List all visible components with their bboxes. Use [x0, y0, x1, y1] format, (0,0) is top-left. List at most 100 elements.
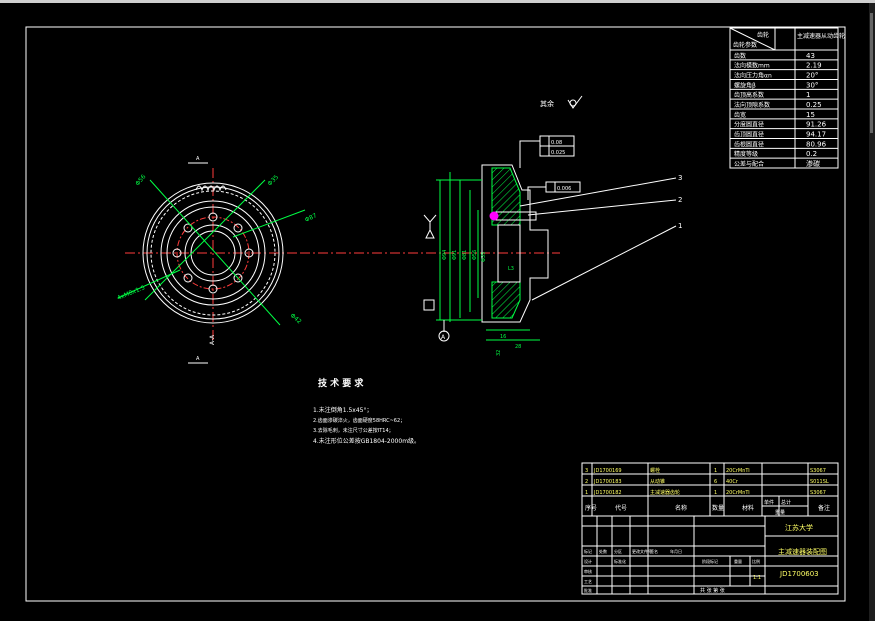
bom-cell: JD1700183	[593, 479, 622, 485]
tol-2: 0.025	[551, 150, 565, 156]
tech-title: 技 术 要 求	[318, 377, 364, 389]
bolt-head-marker	[489, 211, 499, 221]
param-value: 20°	[806, 72, 818, 80]
svg-text:Φ56: Φ56	[472, 250, 478, 260]
title-block-text: 序号 代号 名称 数量 材料 备注 单件 总计 重量 江苏大学 主减速器装配图 …	[584, 499, 830, 594]
hatch-lower	[491, 281, 521, 319]
bore-section	[497, 224, 521, 283]
bom-cell: 从动锥	[650, 478, 665, 485]
dim-label-5: 4xM8x1.5	[116, 284, 146, 302]
bom-cell: 3	[585, 468, 588, 474]
tech-item-1: 1.未注倒角1.5x45°；	[313, 406, 372, 414]
bom-cell: 1	[714, 468, 717, 474]
front-view: Φ56 Φ35 Φ87 Φ42 4xM8x1.5 A A A-A	[116, 156, 318, 364]
gear-params-table: 齿轮参数 齿轮 主减速器从动齿轮 齿数 43 法向模数mm 2.19 法向压力角αn 20…	[729, 27, 845, 169]
leader-2: 2	[678, 196, 682, 204]
bom-h-weight: 重量	[775, 509, 785, 516]
scroll-thumb[interactable]	[870, 13, 873, 133]
tech-item-2: 2.齿面渗碳淬火，齿面硬度58HRC~62；	[313, 417, 405, 424]
param-value: 30°	[806, 81, 818, 89]
bom-cell: 2	[585, 479, 588, 485]
bom-cell: 40Cr	[726, 479, 739, 485]
bom-cell: 1	[585, 490, 588, 496]
param-value: 15	[806, 111, 815, 119]
roughness-symbol-left	[423, 214, 437, 230]
bom-cell: 6	[714, 479, 717, 485]
outer-circle	[142, 182, 284, 324]
dim-label-1: Φ56	[134, 173, 147, 187]
param-value: 2.19	[806, 62, 822, 70]
leader-3: 3	[678, 174, 682, 182]
svg-text:审核: 审核	[584, 568, 592, 574]
svg-text:标记: 标记	[584, 548, 592, 554]
svg-text:阶段标记: 阶段标记	[702, 558, 718, 564]
datum-box	[423, 299, 435, 311]
datum-circle	[438, 330, 450, 342]
school-name: 江苏大学	[785, 523, 813, 532]
param-value: 0.2	[806, 150, 817, 158]
svg-text:Φ35: Φ35	[481, 252, 487, 262]
tech-item-4: 4.未注形位公差按GB1804-2000m级。	[313, 437, 420, 445]
param-value: 43	[806, 52, 815, 60]
param-name: 分度圆直径	[734, 121, 764, 129]
section-view: Φ94 Φ91 Φ81 Φ56 Φ35 16 28 32 L3 A 0.08 0…	[423, 95, 682, 356]
param-name: 齿顶高系数	[734, 91, 764, 99]
param-name: 齿宽	[734, 111, 746, 119]
param-value: 94.17	[806, 131, 826, 139]
tol-1: 0.08	[551, 140, 562, 146]
svg-text:重量: 重量	[734, 558, 742, 564]
param-name: 法向模数mm	[734, 62, 770, 70]
bom-h-qty: 数量	[712, 504, 724, 512]
bom-cell: JD1700182	[593, 490, 622, 496]
svg-text:年月日: 年月日	[670, 548, 682, 554]
params-header-left: 齿轮参数	[733, 41, 757, 49]
dim-line-4	[117, 269, 181, 299]
param-name: 齿数	[734, 52, 746, 60]
params-header-right: 主减速器从动齿轮	[797, 32, 845, 40]
svg-text:标准化: 标准化	[614, 558, 626, 564]
section-mark-top: A	[196, 156, 200, 162]
param-name: 精度等级	[734, 150, 758, 158]
dim-line-2	[144, 179, 266, 301]
technical-requirements: 技 术 要 求 1.未注倒角1.5x45°； 2.齿面渗碳淬火，齿面硬度58HR…	[313, 377, 420, 445]
svg-text:更改文件号: 更改文件号	[632, 548, 652, 554]
bore-inner-circle	[190, 230, 236, 276]
param-name: 齿顶圆直径	[734, 131, 764, 139]
drawing-number: JD1700603	[779, 570, 819, 578]
param-name: 齿根圆直径	[734, 140, 764, 148]
bom-cell: 20CrMnTi	[726, 490, 750, 496]
svg-text:处数: 处数	[599, 548, 607, 554]
svg-text:Φ91: Φ91	[452, 250, 458, 260]
dim-line-3	[232, 209, 306, 238]
svg-text:28: 28	[515, 344, 521, 350]
bom-h-total: 总计	[781, 499, 791, 506]
svg-text:16: 16	[500, 334, 506, 340]
bom-cell: 螺栓	[650, 467, 660, 474]
leader-1: 1	[678, 222, 682, 230]
param-value: 1	[806, 91, 810, 99]
param-name: 法向顶隙系数	[734, 101, 770, 109]
bom-h-no: 序号	[585, 504, 597, 512]
bom-cell: S3067	[810, 468, 826, 474]
bom-h-name: 名称	[675, 504, 687, 512]
svg-text:工艺: 工艺	[584, 579, 592, 584]
bore-circle	[184, 224, 242, 282]
vertical-scrollbar[interactable]	[869, 3, 875, 621]
param-name: 法向压力角αn	[734, 72, 772, 80]
svg-text:批准: 批准	[584, 587, 592, 593]
hub-inner-circle	[166, 206, 260, 300]
roughness-note: 其余	[540, 99, 554, 108]
svg-text:Φ94: Φ94	[442, 250, 448, 260]
svg-text:比例: 比例	[752, 558, 760, 564]
section-mark-bottom: A	[196, 356, 200, 362]
params-header-mid: 齿轮	[757, 31, 769, 39]
param-value: 渗碳	[806, 159, 820, 168]
dim-label-2: Φ35	[266, 174, 280, 188]
bom-h-mat: 材料	[742, 504, 754, 512]
sheet: 共 张 第 张	[700, 587, 725, 594]
svg-text:分区: 分区	[614, 548, 622, 554]
title-block	[581, 462, 839, 595]
bom-cell: S011SL	[810, 479, 829, 485]
bom-cell: 主减速器齿轮	[650, 489, 680, 496]
